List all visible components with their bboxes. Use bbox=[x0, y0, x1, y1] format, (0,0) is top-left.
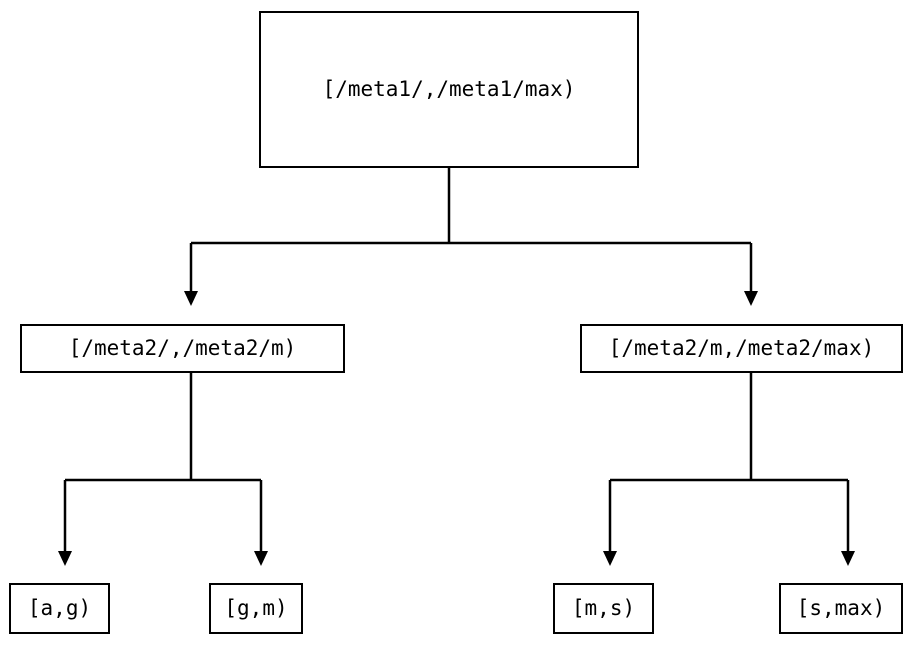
node-mid-left-label: [/meta2/,/meta2/m) bbox=[68, 336, 297, 360]
arrowhead-to-mid-left bbox=[184, 291, 198, 306]
node-leaf-4-label: [s,max) bbox=[796, 596, 886, 620]
arrowhead-to-leaf-2 bbox=[254, 551, 268, 566]
node-leaf-4[interactable]: [s,max) bbox=[779, 583, 903, 634]
node-root-label: [/meta1/,/meta1/max) bbox=[322, 77, 576, 101]
node-leaf-2-label: [g,m) bbox=[224, 596, 288, 620]
node-leaf-1-label: [a,g) bbox=[27, 596, 92, 620]
arrowhead-to-leaf-3 bbox=[603, 551, 617, 566]
arrowhead-to-leaf-4 bbox=[841, 551, 855, 566]
arrowhead-to-leaf-1 bbox=[58, 551, 72, 566]
node-leaf-3-label: [m,s) bbox=[571, 596, 636, 620]
node-mid-right-label: [/meta2/m,/meta2/max) bbox=[608, 336, 875, 360]
node-mid-right[interactable]: [/meta2/m,/meta2/max) bbox=[580, 324, 903, 373]
node-mid-left[interactable]: [/meta2/,/meta2/m) bbox=[20, 324, 345, 373]
node-leaf-2[interactable]: [g,m) bbox=[209, 583, 303, 634]
node-root[interactable]: [/meta1/,/meta1/max) bbox=[259, 11, 639, 168]
node-leaf-3[interactable]: [m,s) bbox=[553, 583, 654, 634]
arrowhead-to-mid-right bbox=[744, 291, 758, 306]
node-leaf-1[interactable]: [a,g) bbox=[9, 583, 110, 634]
